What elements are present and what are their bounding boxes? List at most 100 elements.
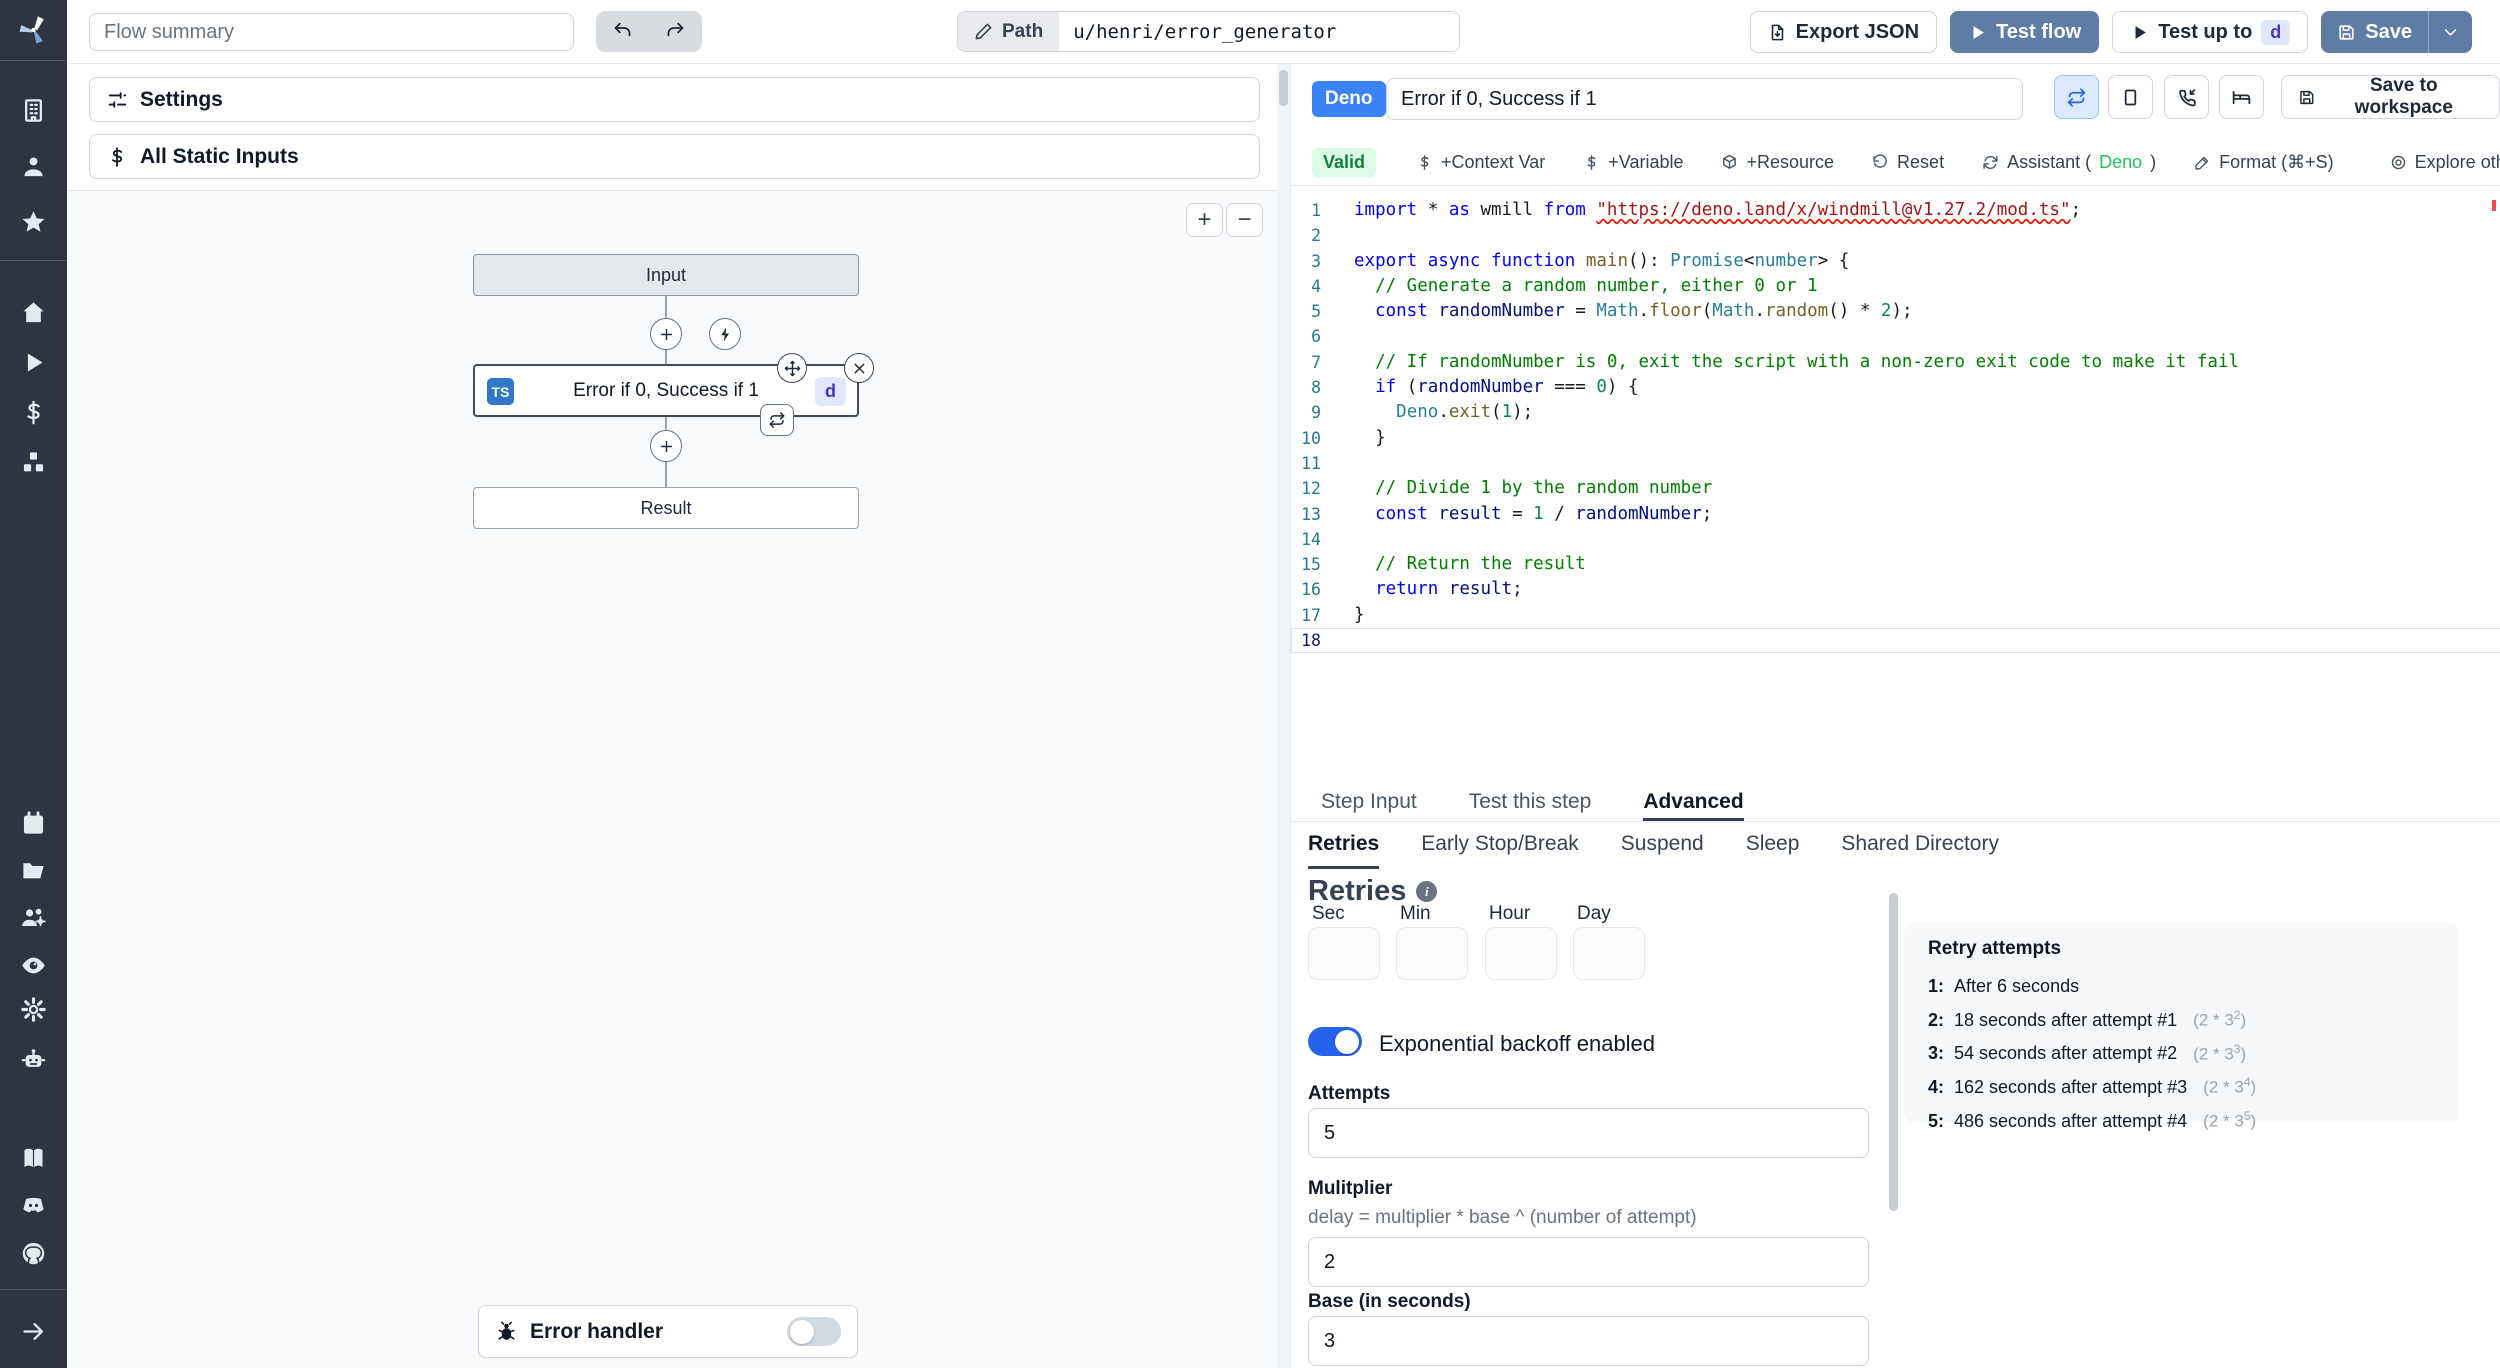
day-input[interactable] (1573, 927, 1645, 980)
star-icon[interactable] (15, 204, 51, 240)
home-icon[interactable] (15, 294, 51, 330)
add-variable-button[interactable]: +Variable (1564, 152, 1702, 173)
tab-advanced[interactable]: Advanced (1643, 786, 1744, 821)
exponential-backoff-toggle[interactable] (1308, 1027, 1362, 1056)
save-to-workspace-button[interactable]: Save to workspace (2281, 75, 2500, 119)
hour-input[interactable] (1485, 927, 1557, 980)
info-icon[interactable]: i (1416, 881, 1438, 902)
bed-button[interactable] (2219, 75, 2264, 119)
play-icon[interactable] (15, 344, 51, 380)
user-group-icon[interactable] (15, 899, 51, 935)
min-input[interactable] (1396, 927, 1468, 980)
square-icon-button[interactable] (2108, 75, 2153, 119)
discord-icon[interactable] (15, 1187, 51, 1223)
export-json-button[interactable]: Export JSON (1749, 11, 1938, 53)
folder-icon[interactable] (15, 852, 51, 888)
trigger-button[interactable] (709, 318, 741, 350)
book-icon[interactable] (15, 1140, 51, 1176)
subtab-early-stop[interactable]: Early Stop/Break (1421, 832, 1579, 855)
undo-redo-group (596, 11, 702, 52)
plus-icon (660, 328, 672, 340)
add-step-button[interactable] (650, 318, 682, 350)
attempts-input[interactable] (1308, 1108, 1869, 1158)
format-button[interactable]: Format (⌘+S) (2175, 152, 2353, 173)
assistant-button[interactable]: Assistant (Deno) (1963, 152, 2175, 173)
advanced-subtabs: Retries Early Stop/Break Suspend Sleep S… (1291, 824, 2500, 869)
retries-heading: Retries i (1308, 875, 1438, 908)
zoom-out-button[interactable]: − (1226, 203, 1263, 237)
step-name-input[interactable] (1386, 78, 2023, 120)
cubes-icon[interactable] (15, 444, 51, 480)
error-handler-toggle[interactable] (787, 1317, 841, 1346)
test-flow-button[interactable]: Test flow (1950, 11, 2100, 53)
subtab-suspend[interactable]: Suspend (1620, 832, 1704, 855)
save-dropdown-button[interactable] (2429, 11, 2472, 53)
tab-step-input[interactable]: Step Input (1321, 790, 1417, 813)
bug-icon (498, 1321, 515, 1340)
refresh-icon (1983, 156, 1998, 169)
explore-scripts-button[interactable]: Explore other s (2371, 152, 2500, 173)
panel-splitter[interactable] (1277, 64, 1290, 1368)
add-step-button[interactable] (650, 430, 682, 462)
retry-attempts-card: Retry attempts 1:After 6 seconds 2:18 se… (1904, 923, 2459, 1131)
sliders-icon (108, 91, 127, 108)
windmill-logo[interactable] (16, 12, 51, 47)
retry-loop-indicator-button[interactable] (760, 404, 794, 436)
dollar-icon[interactable] (15, 394, 51, 430)
flow-node-result[interactable]: Result (473, 487, 859, 529)
add-context-var-button[interactable]: +Context Var (1397, 152, 1564, 173)
reset-button[interactable]: Reset (1853, 152, 1963, 173)
move-step-button[interactable] (777, 353, 807, 383)
flow-node-input[interactable]: Input (473, 254, 859, 296)
move-icon (784, 360, 800, 376)
path-input[interactable] (1059, 12, 1460, 51)
toggle-knob (1335, 1029, 1359, 1054)
scrollbar-thumb[interactable] (1889, 893, 1898, 1211)
dollar-icon (1587, 155, 1596, 170)
base-input[interactable] (1308, 1316, 1869, 1366)
multiplier-help-text: delay = multiplier * base ^ (number of a… (1308, 1207, 1697, 1228)
retry-item: 1:After 6 seconds (1928, 976, 2080, 996)
sec-input[interactable] (1308, 927, 1380, 980)
flow-settings-button[interactable]: Settings (89, 77, 1260, 122)
all-static-inputs-button[interactable]: All Static Inputs (89, 134, 1260, 179)
phone-incoming-button[interactable] (2164, 75, 2209, 119)
min-label: Min (1400, 903, 1431, 924)
multiplier-input[interactable] (1308, 1237, 1869, 1287)
subtab-shared-directory[interactable]: Shared Directory (1841, 832, 1999, 855)
gear-icon[interactable] (15, 991, 51, 1027)
reload-script-button[interactable] (2054, 75, 2099, 119)
save-icon (2339, 24, 2354, 40)
flow-graph-canvas[interactable]: + − Input TS Error if 0, Success if 1 d … (67, 190, 1277, 1368)
eye-icon[interactable] (15, 947, 51, 983)
play-icon (2135, 25, 2147, 39)
building-icon[interactable] (15, 92, 51, 128)
subtab-sleep[interactable]: Sleep (1745, 832, 1800, 855)
sidebar (0, 0, 67, 1368)
undo-icon (614, 22, 631, 37)
step-node-title: Error if 0, Success if 1 (573, 379, 759, 401)
github-icon[interactable] (15, 1235, 51, 1271)
edge (665, 350, 667, 364)
undo-button[interactable] (596, 11, 649, 52)
delete-step-button[interactable] (844, 353, 874, 383)
calendar-icon[interactable] (15, 805, 51, 841)
user-icon[interactable] (15, 148, 51, 184)
robot-icon[interactable] (15, 1041, 51, 1077)
edge (665, 296, 667, 319)
subtab-retries[interactable]: Retries (1308, 824, 1380, 869)
zoom-in-button[interactable]: + (1186, 203, 1223, 237)
editor-toolbar: Valid +Context Var +Variable +Resource R… (1291, 140, 2500, 186)
package-icon (1723, 154, 1737, 169)
arrow-right-icon[interactable] (15, 1313, 51, 1349)
redo-button[interactable] (649, 11, 702, 52)
flow-summary-input[interactable] (89, 13, 574, 51)
add-resource-button[interactable]: +Resource (1702, 152, 1853, 173)
dollar-icon (111, 146, 123, 167)
export-icon (1771, 24, 1784, 40)
tab-test-this-step[interactable]: Test this step (1468, 790, 1592, 813)
splitter-handle[interactable] (1279, 70, 1288, 106)
save-button[interactable]: Save (2321, 11, 2429, 53)
